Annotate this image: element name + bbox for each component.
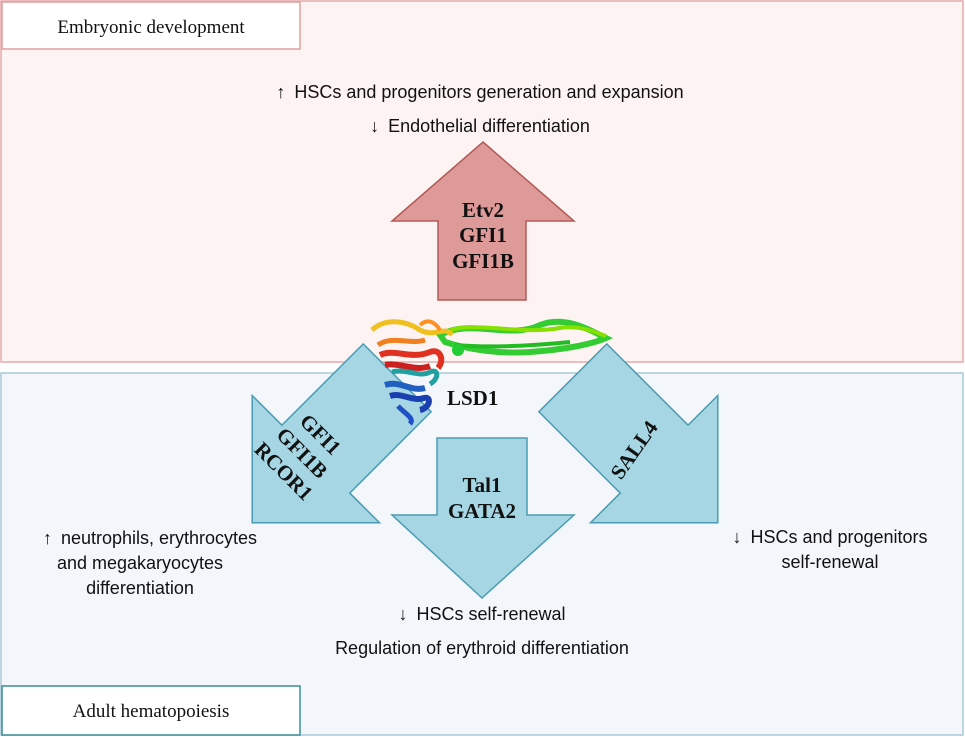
left-arrow-labels: GFI1 GFI1B RCOR1: [250, 409, 346, 505]
down-arrow-icon: ↓: [398, 604, 407, 624]
lsd1-label: LSD1: [447, 386, 498, 410]
right-effect-line2: self-renewal: [781, 552, 878, 572]
bottom-effect-line1: ↓ HSCs self-renewal: [398, 604, 565, 624]
down-arrow-icon: ↓: [370, 116, 379, 136]
lsd1-protein-structure: [370, 318, 614, 426]
embryonic-label-box: [1, 1, 301, 50]
up-arrow-label-3: GFI1B: [452, 249, 514, 273]
top-effect-line2: ↓ Endothelial differentiation: [370, 116, 590, 136]
left-effect-line2: and megakaryocytes: [57, 553, 223, 573]
embryonic-label: Embryonic development: [57, 17, 245, 38]
up-arrow-icon: ↑: [276, 82, 285, 102]
up-arrow-shape: [389, 141, 577, 301]
left-arrow: [251, 342, 433, 524]
down-arrow-icon: ↓: [732, 527, 741, 547]
down-arrow-label-2: GATA2: [448, 499, 516, 523]
top-effect-line1: ↑ HSCs and progenitors generation and ex…: [276, 82, 683, 102]
left-effect-line1: ↑ neutrophils, erythrocytes: [43, 528, 257, 548]
up-arrow-label-1: Etv2: [462, 198, 504, 222]
bottom-effect-line2: Regulation of erythroid differentiation: [335, 638, 629, 658]
right-arrow: [537, 342, 719, 524]
adult-label-box: [1, 685, 301, 736]
adult-label: Adult hematopoiesis: [73, 701, 230, 722]
left-arrow-shape: [251, 342, 433, 524]
up-arrow-label-2: GFI1: [459, 223, 507, 247]
down-arrow-shape: [390, 437, 576, 600]
right-arrow-shape: [537, 342, 719, 524]
down-arrow-label-1: Tal1: [463, 473, 502, 497]
right-effect-line1: ↓ HSCs and progenitors: [732, 527, 927, 547]
up-arrow-icon: ↑: [43, 528, 52, 548]
left-effect-line3: differentiation: [86, 578, 194, 598]
